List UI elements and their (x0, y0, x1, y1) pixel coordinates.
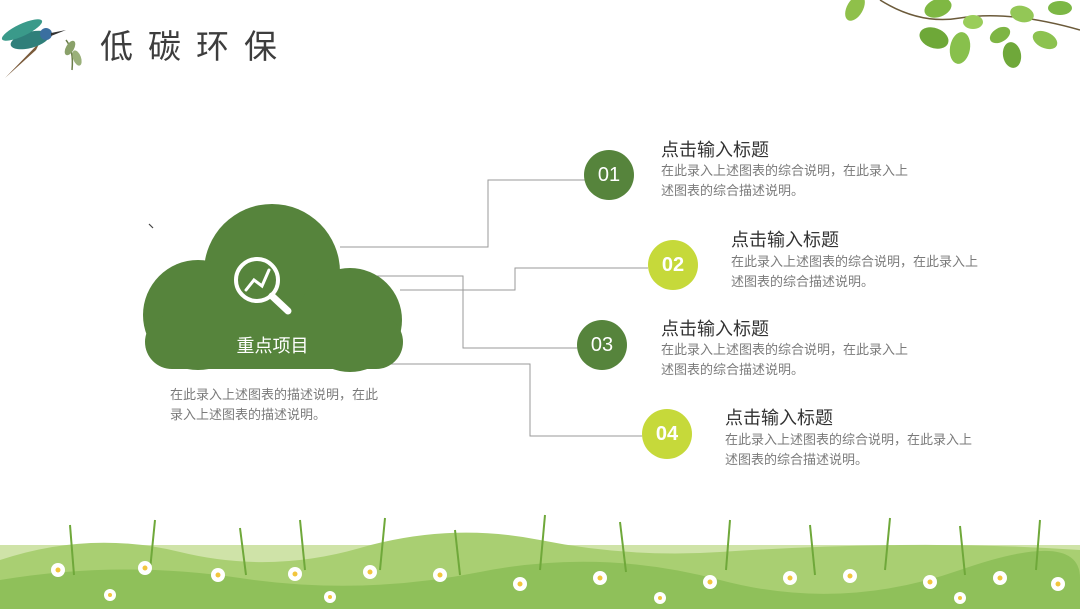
green-leaves-illustration (841, 0, 1080, 69)
cloud-label: 重点项目 (200, 332, 345, 358)
item-03-description: 在此录入上述图表的综合说明，在此录入上述图表的综合描述说明。 (661, 341, 911, 381)
item-04-description: 在此录入上述图表的综合说明，在此录入上述图表的综合描述说明。 (725, 431, 975, 471)
item-01-title: 点击输入标题 (661, 136, 769, 162)
item-02-number-badge: 02 (648, 240, 698, 290)
connector-line-02 (400, 268, 648, 290)
item-02-description: 在此录入上述图表的综合说明，在此录入上述图表的综合描述说明。 (731, 253, 981, 293)
item-01-description: 在此录入上述图表的综合说明，在此录入上述图表的综合描述说明。 (661, 162, 911, 202)
cloud-description: 在此录入上述图表的描述说明，在此录入上述图表的描述说明。 (170, 386, 390, 426)
item-03-title: 点击输入标题 (661, 315, 769, 341)
connector-line-01 (340, 180, 586, 247)
item-04-title: 点击输入标题 (725, 404, 833, 430)
item-01-number-badge: 01 (584, 150, 634, 200)
grass-daisies-illustration (0, 515, 1080, 609)
connector-line-04 (372, 364, 642, 436)
page-title: 低碳环保 (100, 20, 292, 68)
hummingbird-illustration (0, 15, 83, 78)
item-04-number-badge: 04 (642, 409, 692, 459)
item-03-number-badge: 03 (577, 320, 627, 370)
item-02-title: 点击输入标题 (731, 226, 839, 252)
